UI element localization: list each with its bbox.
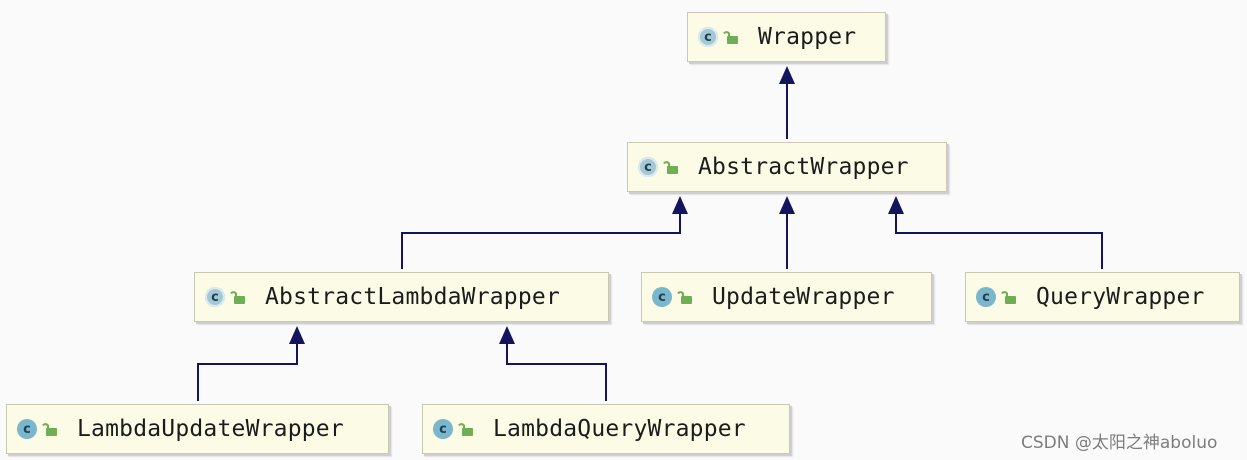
public-lock-icon	[458, 423, 473, 436]
arrowhead-abstractwrapper-left	[672, 196, 688, 214]
edge-querywrapper-to-abstractwrapper	[895, 214, 1103, 269]
public-lock-icon	[42, 423, 57, 436]
arrowhead-abstractlambdawrapper-left	[289, 326, 305, 344]
class-icon: c	[205, 287, 225, 307]
class-icon: c	[698, 27, 718, 47]
public-lock-icon	[663, 161, 678, 174]
class-icon: c	[433, 419, 453, 439]
class-node-update-wrapper[interactable]: c UpdateWrapper	[641, 272, 932, 322]
public-lock-icon	[677, 291, 692, 304]
public-lock-icon	[723, 31, 738, 44]
edge-abstractlambdawrapper-to-abstractwrapper	[401, 214, 681, 269]
arrowhead-abstractwrapper-center	[779, 196, 795, 214]
class-icon: c	[638, 157, 658, 177]
class-icon: c	[652, 287, 672, 307]
class-name: LambdaUpdateWrapper	[77, 416, 344, 442]
class-name: Wrapper	[758, 24, 857, 50]
class-name: AbstractLambdaWrapper	[265, 284, 560, 310]
class-node-abstract-lambda-wrapper[interactable]: c AbstractLambdaWrapper	[194, 272, 609, 322]
arrowhead-abstractwrapper-right	[888, 196, 904, 214]
class-name: AbstractWrapper	[698, 154, 909, 180]
arrowhead-wrapper	[779, 66, 795, 84]
class-node-abstract-wrapper[interactable]: c AbstractWrapper	[627, 142, 947, 192]
class-node-query-wrapper[interactable]: c QueryWrapper	[965, 272, 1240, 322]
class-node-lambda-query-wrapper[interactable]: c LambdaQueryWrapper	[422, 404, 790, 454]
public-lock-icon	[230, 291, 245, 304]
edge-lambdaupdatewrapper-to-abstractlambdawrapper	[197, 344, 298, 401]
class-icon: c	[976, 287, 996, 307]
class-node-wrapper[interactable]: c Wrapper	[687, 12, 886, 62]
class-name: QueryWrapper	[1036, 284, 1205, 310]
edge-lambdaquerywrapper-to-abstractlambdawrapper	[506, 344, 607, 401]
class-icon: c	[17, 419, 37, 439]
class-name: LambdaQueryWrapper	[493, 416, 746, 442]
arrowhead-abstractlambdawrapper-right	[499, 326, 515, 344]
watermark: CSDN @太阳之神aboluo	[1021, 433, 1218, 453]
class-node-lambda-update-wrapper[interactable]: c LambdaUpdateWrapper	[6, 404, 389, 454]
class-name: UpdateWrapper	[712, 284, 895, 310]
public-lock-icon	[1001, 291, 1016, 304]
